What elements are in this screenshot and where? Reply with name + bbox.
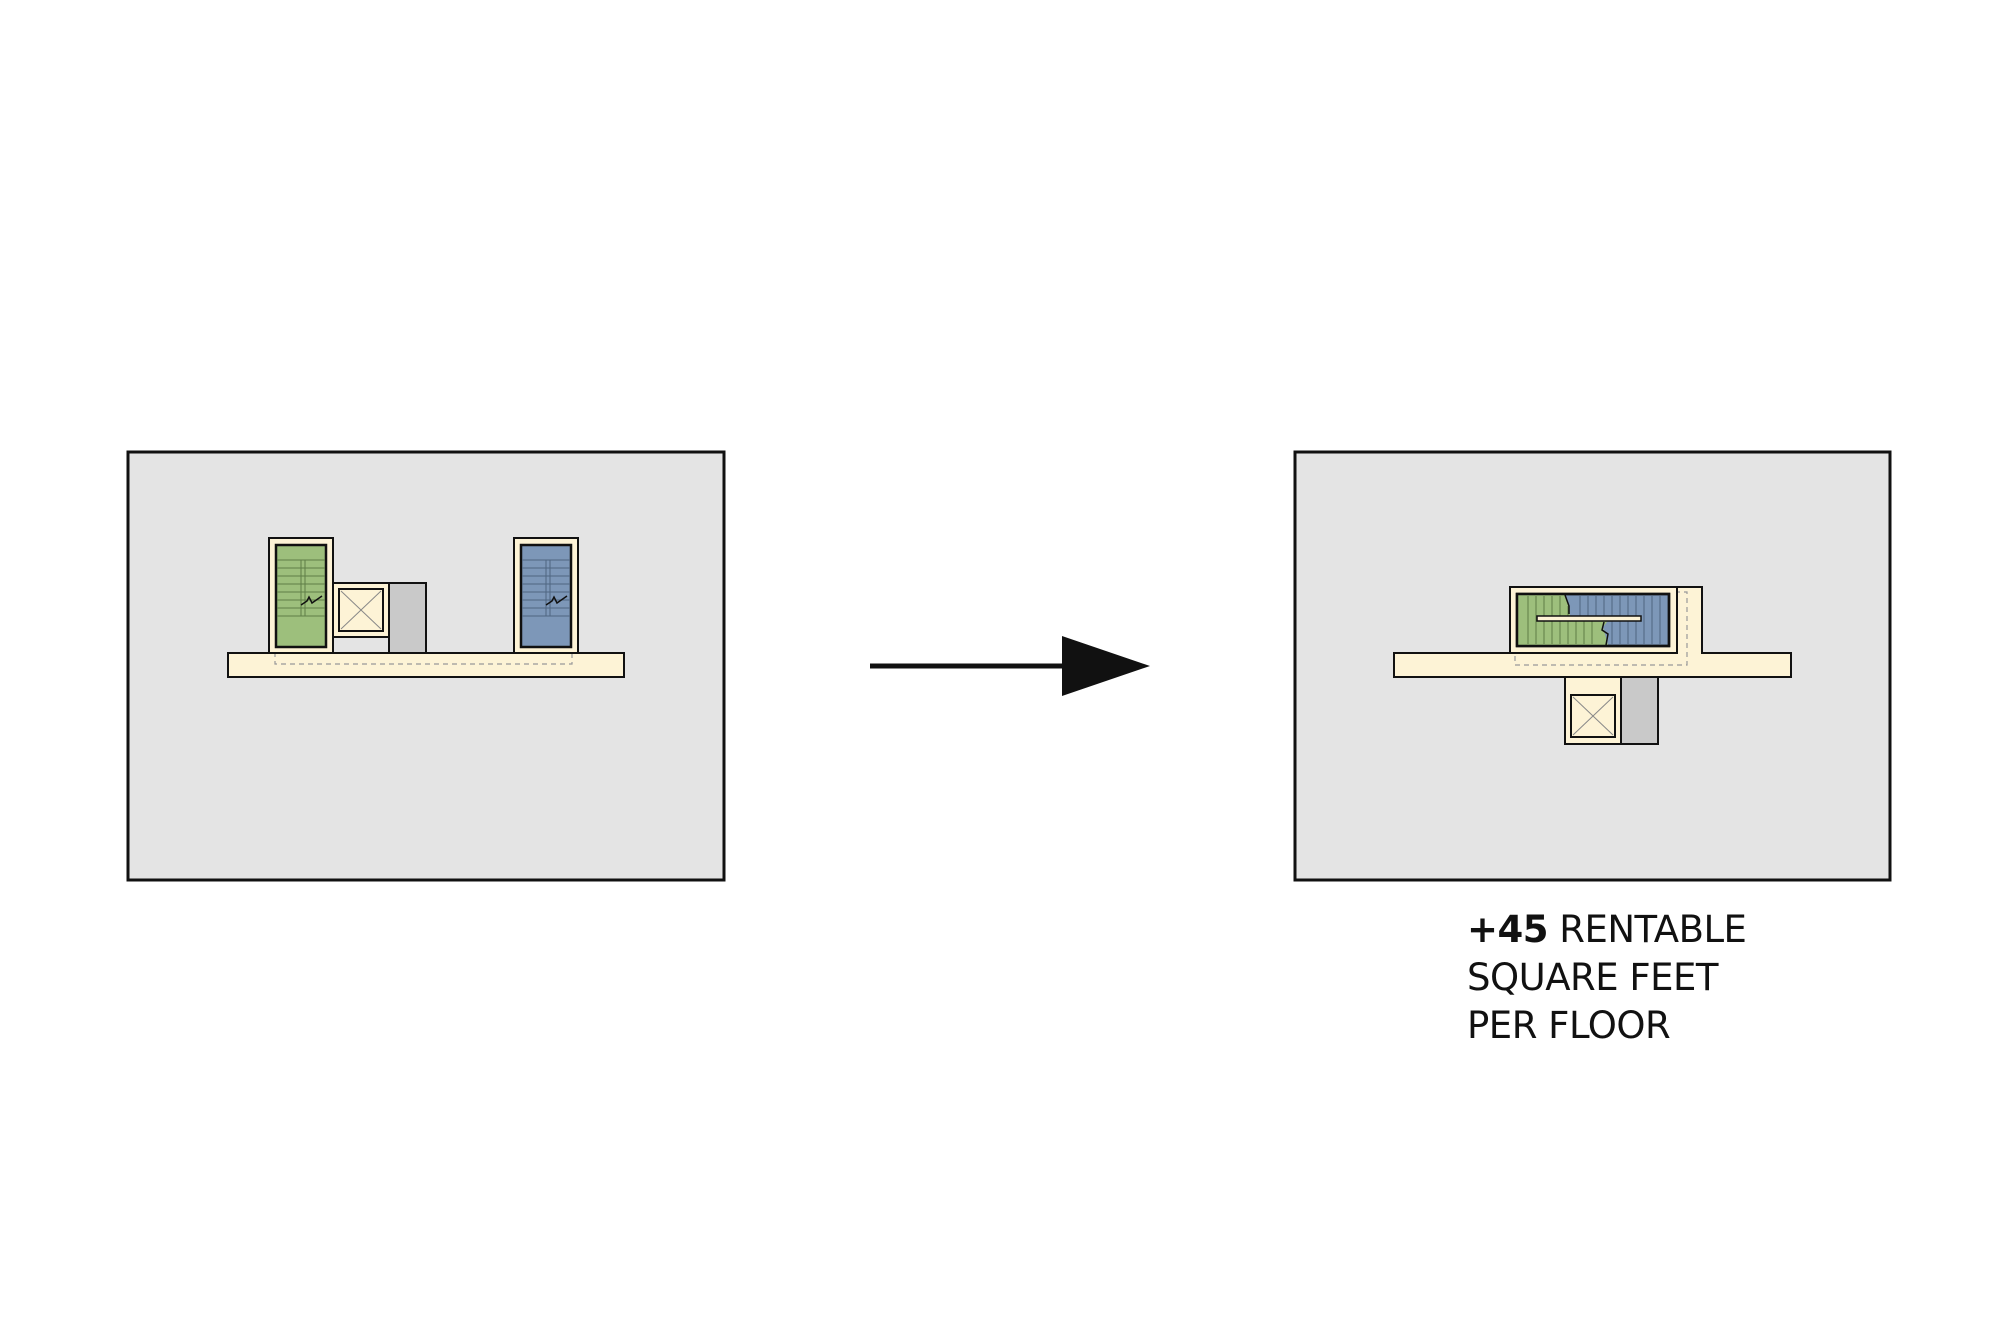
before-floor-plan: [126, 450, 726, 882]
right-arrow-icon: [870, 636, 1150, 696]
shaft-before: [388, 582, 427, 654]
rentable-area-caption: +45 RENTABLE SQUARE FEET PER FLOOR: [1467, 906, 1747, 1050]
caption-line-1: +45 RENTABLE: [1467, 906, 1747, 954]
caption-line-3: PER FLOOR: [1467, 1004, 1671, 1047]
break-line-icon: [300, 595, 323, 606]
stair-treads-after-left: [1527, 596, 1593, 644]
elevator-x-icon: [1572, 696, 1614, 736]
break-line-icon: [1601, 621, 1609, 646]
elevator-before: [332, 582, 390, 638]
elevator-x-icon: [340, 590, 382, 630]
stair-treads-a: [277, 559, 325, 617]
caption-line-1-text: RENTABLE: [1548, 908, 1747, 951]
break-line-icon: [545, 595, 568, 606]
caption-line-2: SQUARE FEET: [1467, 956, 1719, 999]
shaft-after: [1620, 676, 1659, 745]
rentable-area-value: +45: [1467, 908, 1549, 951]
stair-center-wall: [1536, 615, 1642, 622]
corridor-dashed-line-after: [1514, 591, 1688, 666]
stair-a-before: [268, 537, 334, 654]
break-line-icon: [1564, 594, 1570, 614]
corridor-dashed-line-before: [274, 652, 573, 665]
scissor-stair-after: [1515, 592, 1671, 648]
stair-treads-b: [522, 559, 570, 617]
stair-b-before: [513, 537, 579, 654]
after-floor-plan: [1293, 450, 1892, 882]
elevator-after: [1564, 676, 1622, 745]
